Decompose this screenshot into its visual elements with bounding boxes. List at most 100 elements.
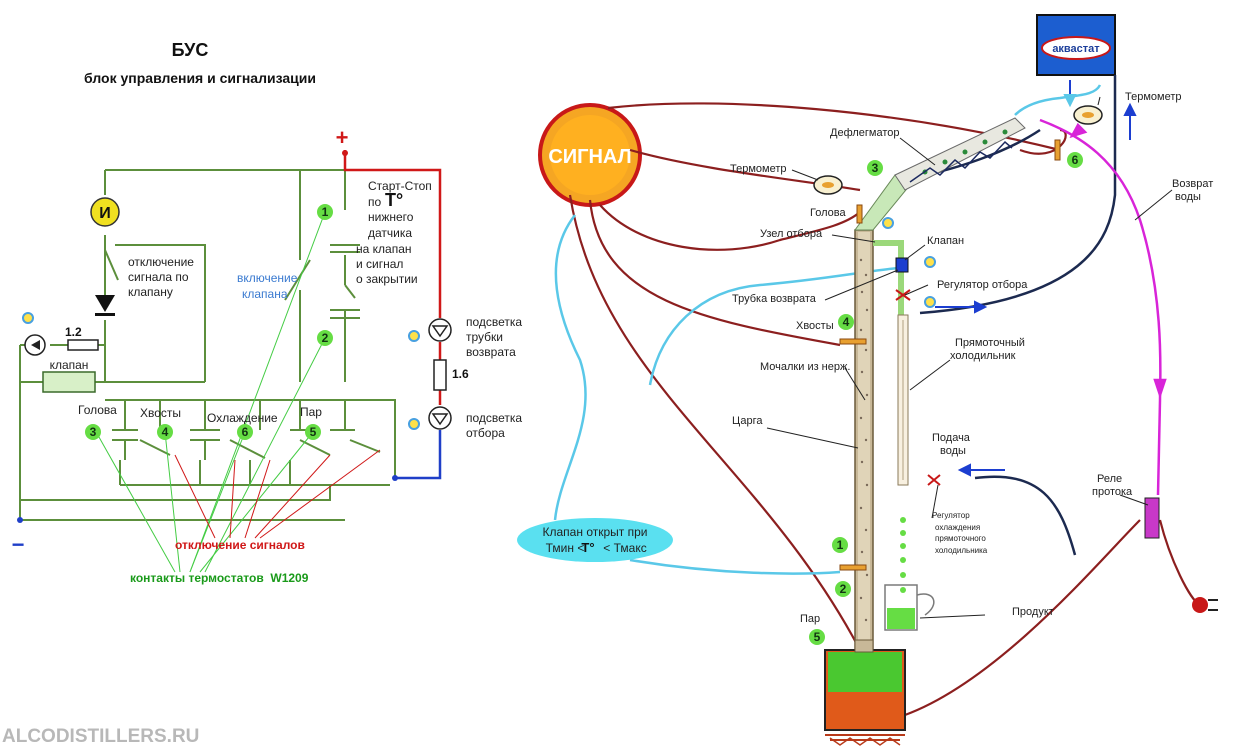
svg-text:Старт-Стоп: Старт-Стоп bbox=[368, 179, 432, 193]
take-regulator-label: Регулятор отбора bbox=[937, 279, 1028, 291]
return-wire bbox=[395, 430, 442, 480]
svg-text:включение: включение bbox=[237, 271, 298, 285]
left-badges: 1 2 3 4 6 5 bbox=[85, 204, 333, 440]
valve-open-bubble: Клапан открыт при Тмин < T° < Тмакс bbox=[517, 518, 673, 562]
svg-text:Тмин <: Тмин < bbox=[546, 541, 585, 555]
flow-relay-label-2: протока bbox=[1092, 486, 1133, 498]
svg-text:3: 3 bbox=[872, 161, 879, 175]
svg-text:И: И bbox=[99, 205, 111, 222]
dephlegmator-label: Дефлегматор bbox=[830, 127, 900, 139]
svg-text:2: 2 bbox=[322, 331, 329, 345]
water-supply-label-2: воды bbox=[940, 445, 966, 457]
svg-text:6: 6 bbox=[242, 425, 249, 439]
svg-text:Регулятор: Регулятор bbox=[932, 511, 970, 520]
bus-wiring bbox=[19, 169, 396, 521]
svg-text:и сигнал: и сигнал bbox=[356, 257, 403, 271]
diode-icon bbox=[95, 295, 115, 312]
signal-lamp: СИГНАЛ bbox=[538, 103, 642, 207]
backlight-take-label: подсветка отбора bbox=[466, 411, 522, 440]
right-badges: 3 6 4 1 2 5 bbox=[809, 152, 1083, 645]
magenta-return bbox=[1039, 118, 1167, 496]
svg-text:отключение: отключение bbox=[128, 255, 194, 269]
thermometer-right-label: Термометр bbox=[1125, 91, 1182, 103]
straight-cooler-label-1: Прямоточный bbox=[955, 337, 1025, 349]
svg-text:охлаждения: охлаждения bbox=[935, 523, 980, 532]
start-stop-label: Старт-Стоп по T° нижнего датчика на клап… bbox=[356, 179, 432, 286]
svg-text:по: по bbox=[368, 195, 381, 209]
svg-text:4: 4 bbox=[843, 315, 850, 329]
svg-text:клапана: клапана bbox=[242, 287, 288, 301]
water-supply-label-1: Подача bbox=[932, 432, 971, 444]
svg-text:о закрытии: о закрытии bbox=[356, 272, 418, 286]
plus-sign: + bbox=[336, 125, 349, 150]
svg-text:T°: T° bbox=[581, 540, 594, 555]
aquastat: аквастат bbox=[1036, 14, 1116, 76]
bus-components: И bbox=[17, 150, 452, 523]
contact-steam: Пар bbox=[300, 405, 322, 419]
svg-text:датчика: датчика bbox=[368, 226, 412, 240]
pointer-lines bbox=[766, 96, 1173, 619]
flow-arrows bbox=[935, 80, 1137, 477]
flow-relay-label-1: Реле bbox=[1097, 473, 1122, 485]
resistor-1-label: 1.2 bbox=[65, 325, 82, 339]
straight-cooler-label-2: холодильник bbox=[950, 350, 1016, 362]
resistor-2-label: 1.6 bbox=[452, 367, 469, 381]
tube-light-icon bbox=[428, 318, 452, 342]
water-return-label-1: Возврат bbox=[1172, 178, 1213, 190]
right-labels: Термометр Дефлегматор Голова Узел отбора… bbox=[730, 91, 1213, 625]
svg-text:2: 2 bbox=[840, 582, 847, 596]
bus-title: БУС bbox=[172, 40, 209, 60]
tails-label: Хвосты bbox=[796, 320, 834, 332]
svg-text:4: 4 bbox=[162, 425, 169, 439]
svg-text:нижнего: нижнего bbox=[368, 210, 414, 224]
svg-text:6: 6 bbox=[1072, 153, 1079, 167]
svg-text:5: 5 bbox=[814, 630, 821, 644]
contact-cooling: Охлаждение bbox=[207, 411, 278, 425]
valve-box bbox=[42, 371, 96, 393]
svg-text:на клапан: на клапан bbox=[356, 242, 412, 256]
water-lines bbox=[899, 75, 1117, 556]
watermark: ALCODISTILLERS.RU bbox=[2, 726, 199, 747]
minus-sign: − bbox=[12, 532, 25, 557]
take-light-icon bbox=[428, 406, 452, 430]
svg-text:клапану: клапану bbox=[128, 285, 173, 299]
valve-right-label: Клапан bbox=[927, 235, 964, 247]
svg-text:трубки: трубки bbox=[466, 330, 503, 344]
power-wire bbox=[343, 150, 442, 405]
thermometer-left-label: Термометр bbox=[730, 163, 787, 175]
valve-on-label: включение клапана bbox=[237, 271, 298, 301]
bus-subtitle: блок управления и сигнализации bbox=[84, 70, 316, 86]
contact-labels: Голова Хвосты Охлаждение Пар bbox=[78, 403, 322, 425]
cooling-regulator-label: Регулятор охлаждения прямоточного холоди… bbox=[932, 511, 988, 555]
svg-text:подсветка: подсветка bbox=[466, 315, 522, 329]
resistor-1-icon bbox=[67, 339, 99, 351]
svg-text:1: 1 bbox=[322, 205, 329, 219]
svg-text:Клапан открыт при: Клапан открыт при bbox=[543, 525, 648, 539]
svg-text:холодильника: холодильника bbox=[935, 546, 988, 555]
svg-text:возврата: возврата bbox=[466, 345, 516, 359]
contact-head: Голова bbox=[78, 403, 117, 417]
water-return-label-2: воды bbox=[1175, 191, 1201, 203]
svg-text:аквастат: аквастат bbox=[1052, 43, 1100, 55]
svg-text:5: 5 bbox=[310, 425, 317, 439]
packing-label: Мочалки из нерж. bbox=[760, 361, 850, 373]
svg-text:СИГНАЛ: СИГНАЛ bbox=[548, 146, 631, 168]
svg-text:< Тмакс: < Тмакс bbox=[603, 541, 646, 555]
svg-text:отбора: отбора bbox=[466, 426, 505, 440]
signals-off-label: отключение сигналов bbox=[175, 538, 305, 552]
column bbox=[813, 105, 1218, 746]
resistor-2-icon bbox=[433, 359, 447, 391]
signal-off-valve-label: отключение сигнала по клапану bbox=[128, 255, 194, 299]
svg-text:подсветка: подсветка bbox=[466, 411, 522, 425]
return-tube-label: Трубка возврата bbox=[732, 293, 817, 305]
take-node-label: Узел отбора bbox=[760, 228, 823, 240]
contact-tails: Хвосты bbox=[140, 406, 181, 420]
svg-text:3: 3 bbox=[90, 425, 97, 439]
svg-text:прямоточного: прямоточного bbox=[935, 534, 986, 543]
signal-off-lines bbox=[174, 449, 381, 539]
svg-text:T°: T° bbox=[385, 190, 403, 210]
svg-text:1: 1 bbox=[837, 538, 844, 552]
bulb-icon bbox=[90, 197, 120, 227]
product-label: Продукт bbox=[1012, 606, 1054, 618]
